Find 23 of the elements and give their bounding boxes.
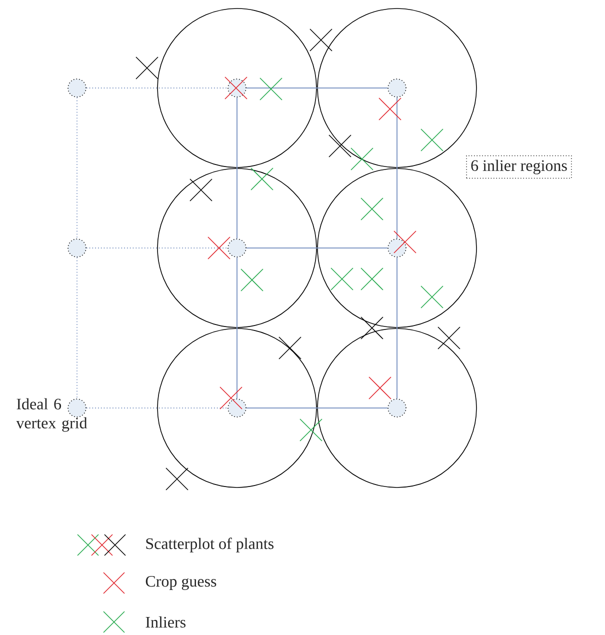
vertex-dot <box>68 78 86 98</box>
grid-line <box>236 256 238 400</box>
legend-label: Scatterplot of plants <box>146 538 274 552</box>
vertex-dot <box>68 238 86 258</box>
text-box: 6 inlier regions <box>466 155 572 179</box>
legend-label: Crop guess <box>146 576 216 590</box>
dotted-line <box>76 256 78 400</box>
region-circle <box>157 168 317 328</box>
vertex-dot <box>228 238 246 258</box>
grid-line <box>396 256 398 400</box>
vertex-dot <box>388 398 406 418</box>
region-circle <box>157 328 317 488</box>
grid-line <box>236 96 238 240</box>
region-circle <box>157 8 317 168</box>
vertex-dot <box>68 398 86 418</box>
vertex-dot <box>388 78 406 98</box>
dotted-line <box>76 96 78 240</box>
vertex-dot <box>388 238 406 258</box>
grid-line <box>396 96 398 240</box>
region-circle <box>317 328 477 488</box>
legend-label: Inliers <box>146 616 186 628</box>
vertex-dot <box>228 398 246 418</box>
vertex-caption: Ideal 6 vertex grid <box>16 398 88 432</box>
